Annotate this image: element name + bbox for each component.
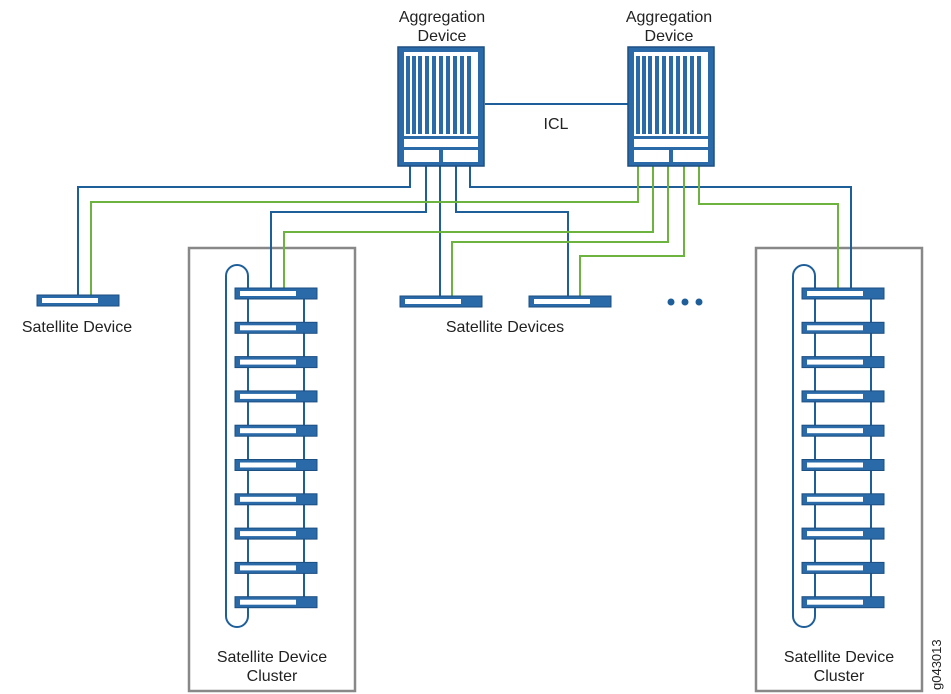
link-agg1-cluster-left [270, 166, 427, 288]
cluster-left-switch [234, 493, 318, 506]
cluster-left-switch [234, 424, 318, 437]
cluster-left-switch [234, 561, 318, 574]
cluster-left-switch [234, 596, 318, 609]
satellite-switch-middle-2 [528, 295, 612, 308]
cluster-right-switch [801, 459, 885, 471]
link-agg2-satellite-1 [451, 166, 669, 296]
cluster-right-line1: Satellite Device [783, 649, 895, 666]
cluster-left-switch [234, 459, 318, 471]
aggregation-right-line1: Aggregation [625, 9, 713, 26]
cluster-left-switch [234, 527, 318, 540]
cluster-right-switch [801, 493, 885, 506]
cluster-left-line1: Satellite Device [216, 649, 328, 666]
aggregation-right-line2: Device [644, 28, 694, 45]
aggregation-right-label: Aggregation Device [610, 8, 728, 46]
aggregation-device-left [397, 46, 485, 167]
satellite-devices-label: Satellite Devices [445, 319, 565, 336]
more-devices-dots [667, 298, 703, 306]
cluster-right-line2: Cluster [813, 668, 865, 685]
cluster-right-switch [801, 287, 885, 300]
cluster-right-switch [801, 424, 885, 437]
cluster-left-switch [234, 356, 318, 369]
satellite-device-label: Satellite Device [21, 319, 133, 336]
aggregation-device-right [627, 46, 715, 167]
cluster-right-switch [801, 527, 885, 540]
cluster-left-switch [234, 390, 318, 403]
cluster-right-switch [801, 561, 885, 574]
figure-code: g043013 [929, 639, 944, 690]
cluster-right-switch [801, 321, 885, 334]
cluster-right-ring [792, 264, 816, 628]
cluster-right-label: Satellite Device Cluster [758, 648, 920, 686]
satellite-switch-middle-1 [399, 295, 483, 308]
link-agg2-satellite-2 [579, 166, 685, 296]
cluster-left-switches [234, 287, 318, 609]
link-agg1-satellite-2 [455, 166, 569, 296]
cluster-left-ring [225, 264, 249, 628]
cluster-right-switches [801, 287, 885, 609]
cluster-left-label: Satellite Device Cluster [191, 648, 353, 686]
link-agg1-standalone [77, 166, 411, 295]
cluster-right-switch [801, 356, 885, 369]
cluster-right-switch [801, 596, 885, 609]
link-agg2-cluster-right [698, 166, 839, 288]
link-agg2-cluster-left [283, 166, 654, 288]
cluster-left-switch [234, 321, 318, 334]
aggregation-left-label: Aggregation Device [383, 8, 501, 46]
cluster-left-line2: Cluster [246, 668, 298, 685]
cluster-left-switch [234, 287, 318, 300]
cluster-right-switch [801, 390, 885, 403]
icl-label: ICL [543, 116, 569, 133]
link-agg1-cluster-right [469, 166, 852, 288]
green-links [90, 166, 839, 296]
satellite-switch-standalone [36, 294, 120, 307]
aggregation-left-line1: Aggregation [398, 9, 486, 26]
link-agg2-standalone [90, 166, 639, 295]
aggregation-left-line2: Device [417, 28, 467, 45]
